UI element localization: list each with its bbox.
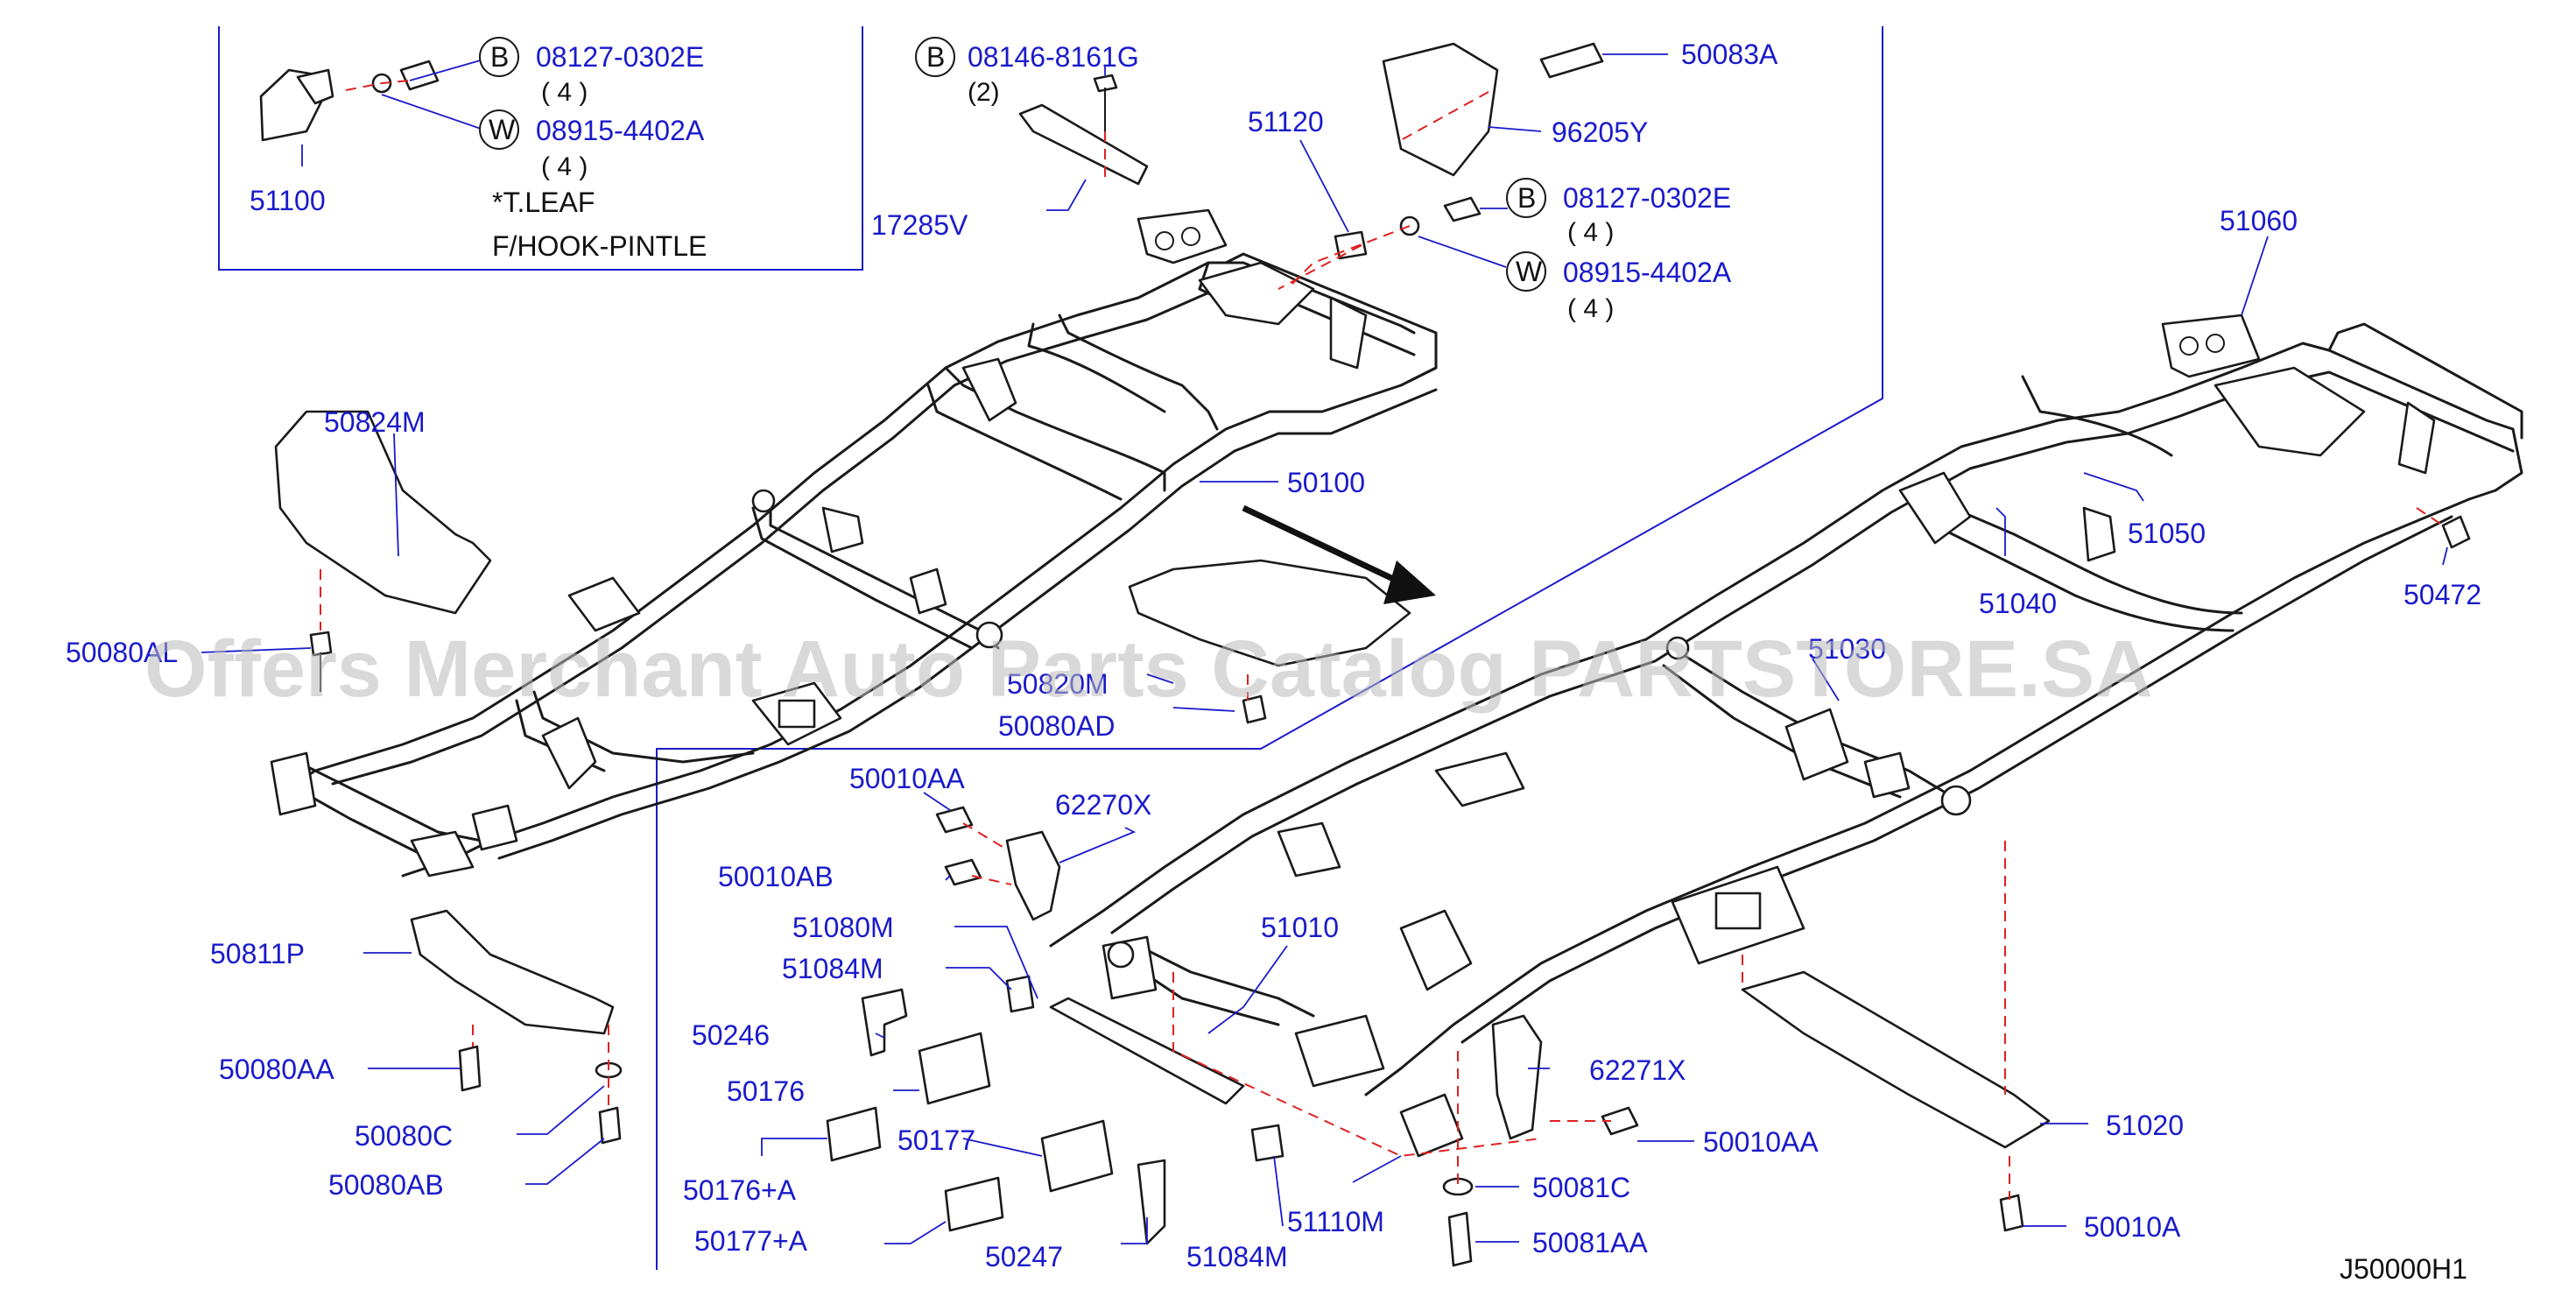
- leader-lines: [201, 53, 2448, 1244]
- callout-50010AA-bot: 50010AA: [1703, 1126, 1819, 1158]
- callout-50010AA-top: 50010AA: [849, 763, 965, 794]
- callout-51120: 51120: [1248, 106, 1324, 137]
- callout-51030: 51030: [1808, 633, 1886, 665]
- washer-symbol-icon: [479, 109, 519, 150]
- bolt-symbol-icon: [1506, 178, 1546, 218]
- callout-51084M-top: 51084M: [782, 953, 883, 984]
- callout-50820M: 50820M: [1007, 668, 1109, 700]
- washer-symbol-letter: W: [489, 114, 516, 145]
- callout-50083A: 50083A: [1681, 39, 1778, 70]
- callout-51100: 51100: [250, 185, 326, 216]
- callout-62271X: 62271X: [1589, 1054, 1686, 1086]
- watermark-text: Offers Merchant Auto Parts Catalog PARTS…: [144, 624, 2153, 714]
- callout-51084M-bot: 51084M: [1186, 1241, 1288, 1272]
- callout-96205Y: 96205Y: [1552, 116, 1648, 148]
- callout-50177-plus-a: 50177+A: [694, 1225, 808, 1257]
- washer-symbol-letter: W: [1516, 256, 1543, 287]
- callout-08915-4402A-a: 08915-4402A: [536, 115, 705, 146]
- callout-50100: 50100: [1287, 467, 1365, 498]
- callout-50246: 50246: [692, 1019, 770, 1051]
- callout-50080AD: 50080AD: [998, 710, 1115, 742]
- callout-50081C: 50081C: [1532, 1172, 1630, 1203]
- callout-50080AB: 50080AB: [328, 1169, 444, 1201]
- direction-arrow: [1242, 504, 1436, 604]
- callout-51020: 51020: [2106, 1110, 2184, 1141]
- frame-51010: [1049, 314, 2523, 1096]
- callout-50176-plus-a: 50176+A: [683, 1174, 797, 1206]
- bolt-symbol-icon: [479, 37, 519, 77]
- qty-08146: (2): [968, 78, 1000, 107]
- callout-50472: 50472: [2404, 579, 2481, 610]
- inset-box: [218, 26, 863, 271]
- callout-08915-4402A-b: 08915-4402A: [1563, 257, 1732, 288]
- callout-50010AB: 50010AB: [718, 861, 834, 892]
- qty-08127-b: ( 4 ): [1567, 218, 1614, 247]
- callout-labels: 51100 08127-0302E ( 4 ) 08915-4402A ( 4 …: [66, 39, 2481, 1285]
- bolt-symbol-icon: [915, 37, 955, 77]
- callout-08127-0302E-b: 08127-0302E: [1563, 182, 1731, 214]
- dashed-leaders: [320, 80, 2444, 1200]
- callout-51040: 51040: [1979, 588, 2057, 619]
- note-f-hook-pintle: F/HOOK-PINTLE: [492, 230, 707, 262]
- symbols: B W B B W: [479, 37, 1546, 292]
- callout-51010: 51010: [1261, 912, 1339, 943]
- callout-50080AL: 50080AL: [66, 637, 178, 668]
- small-parts: [259, 42, 2471, 1267]
- callout-50824M: 50824M: [324, 406, 426, 438]
- bolt-symbol-letter: B: [490, 41, 509, 73]
- callout-51050: 51050: [2128, 518, 2206, 549]
- washer-symbol-icon: [1506, 251, 1546, 292]
- note-t-leaf: *T.LEAF: [492, 187, 595, 218]
- qty-08915-b: ( 4 ): [1567, 294, 1614, 323]
- callout-50176: 50176: [727, 1075, 805, 1107]
- callout-17285V: 17285V: [871, 209, 968, 241]
- callout-08127-0302E-a: 08127-0302E: [536, 41, 704, 73]
- callout-50080AA: 50080AA: [219, 1054, 334, 1085]
- bolt-symbol-letter: B: [1517, 182, 1536, 214]
- callout-50811P: 50811P: [210, 938, 305, 969]
- callout-50177: 50177: [897, 1124, 975, 1156]
- diagram-id: J50000H1: [2340, 1253, 2467, 1285]
- callout-50081AA: 50081AA: [1532, 1227, 1648, 1258]
- callout-50010A: 50010A: [2084, 1211, 2181, 1243]
- callout-51080M: 51080M: [792, 912, 894, 943]
- section-divider: [656, 26, 1883, 1270]
- callout-62270X: 62270X: [1055, 789, 1151, 821]
- callout-51060: 51060: [2220, 205, 2298, 236]
- bolt-symbol-letter: B: [926, 41, 945, 73]
- frame-50100: [270, 208, 1438, 878]
- callout-08146-8161G: 08146-8161G: [968, 41, 1139, 73]
- callout-50247: 50247: [985, 1241, 1063, 1272]
- callout-50080C: 50080C: [355, 1120, 453, 1152]
- qty-08915-a: ( 4 ): [541, 152, 588, 181]
- qty-08127-a: ( 4 ): [541, 78, 588, 107]
- callout-51110M: 51110M: [1287, 1206, 1384, 1237]
